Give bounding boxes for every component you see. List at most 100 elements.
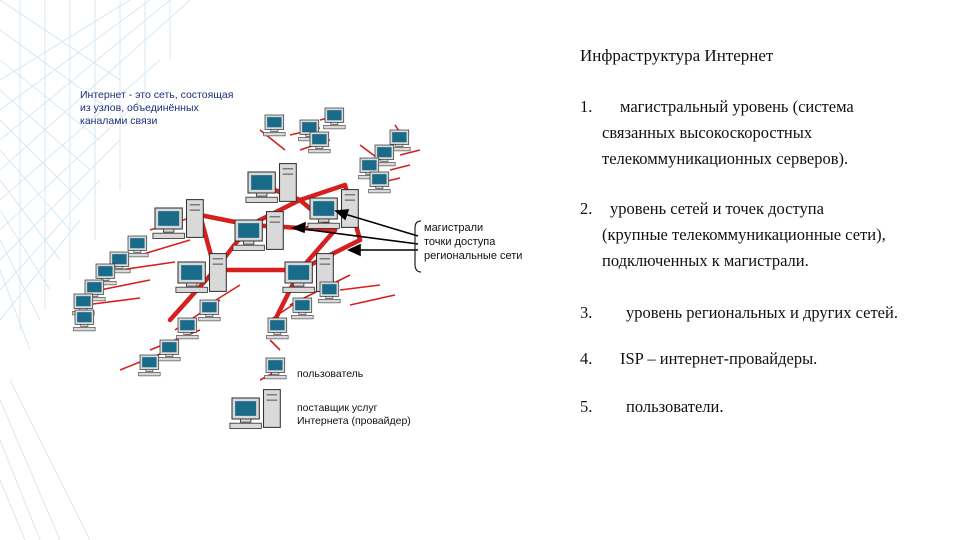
keyboard bbox=[198, 316, 221, 322]
item-number: 2. bbox=[580, 199, 593, 218]
keyboard bbox=[266, 334, 289, 340]
server-tower bbox=[262, 389, 281, 428]
monitor-stand bbox=[375, 186, 384, 189]
server-node bbox=[307, 189, 359, 229]
user-node bbox=[198, 299, 221, 322]
item-text: телекоммуникационных серверов). bbox=[602, 149, 849, 168]
background-grid-decoration bbox=[0, 0, 190, 540]
item-text: пользователи. bbox=[626, 397, 724, 416]
monitor-stand bbox=[298, 312, 307, 315]
callout-regional-networks: региональные сети bbox=[424, 250, 523, 262]
callout-access-points: точки доступа bbox=[424, 236, 496, 248]
monitor-stand bbox=[115, 266, 124, 269]
keyboard bbox=[282, 286, 315, 293]
legend-provider-text: Интернета (провайдер) bbox=[297, 415, 411, 427]
backbone-link bbox=[167, 267, 218, 323]
slide-title: Инфраструктура Интернет bbox=[580, 46, 774, 65]
keyboard bbox=[368, 188, 391, 194]
legend-user-text: пользователь bbox=[297, 368, 364, 380]
item-text: ISP – интернет-провайдеры. bbox=[620, 349, 818, 368]
monitor-screen bbox=[327, 110, 342, 121]
user-node bbox=[83, 279, 106, 302]
monitor-screen bbox=[142, 357, 157, 368]
keyboard bbox=[229, 422, 262, 429]
keyboard bbox=[263, 131, 286, 137]
list-item: 4. ISP – интернет-провайдеры. bbox=[580, 346, 817, 372]
monitor-stand bbox=[270, 129, 279, 132]
server-tower bbox=[340, 189, 359, 228]
item-number: 1. bbox=[580, 97, 593, 116]
list-item: 3.уровень региональных и других сетей. bbox=[580, 300, 898, 326]
monitor-screen bbox=[372, 174, 387, 185]
caption-line: из узлов, объединённых bbox=[80, 102, 199, 114]
server-tower bbox=[208, 253, 227, 292]
user-node bbox=[308, 131, 331, 154]
user-node bbox=[323, 107, 346, 130]
keyboard bbox=[323, 124, 346, 130]
user-node bbox=[138, 354, 161, 377]
keyboard bbox=[264, 374, 287, 380]
monitor-screen bbox=[162, 342, 177, 353]
keyboard bbox=[126, 252, 149, 258]
monitor-screen bbox=[235, 401, 257, 416]
monitor-screen bbox=[288, 265, 310, 280]
keyboard bbox=[152, 232, 185, 239]
monitor-screen bbox=[130, 238, 145, 249]
monitor-screen bbox=[158, 211, 180, 226]
monitor-stand bbox=[183, 332, 192, 335]
server-tower bbox=[185, 199, 204, 238]
monitor-stand bbox=[255, 192, 268, 197]
keyboard bbox=[245, 196, 278, 203]
server-node bbox=[232, 211, 284, 251]
user-node bbox=[158, 339, 181, 362]
monitor-stand bbox=[317, 218, 330, 223]
callout-arrows bbox=[290, 209, 422, 273]
monitor-screen bbox=[112, 254, 127, 265]
legend-provider-text: поставщик услуг bbox=[297, 402, 378, 414]
monitor-screen bbox=[180, 320, 195, 331]
monitor-stand bbox=[101, 278, 110, 281]
monitor-stand bbox=[239, 418, 252, 423]
monitor-screen bbox=[238, 223, 260, 238]
keyboard bbox=[175, 286, 208, 293]
monitor-stand bbox=[380, 159, 389, 162]
item-text: связанных высокоскоростных bbox=[602, 123, 813, 142]
monitor-screen bbox=[377, 147, 392, 158]
monitor-screen bbox=[267, 117, 282, 128]
monitor-stand bbox=[133, 250, 142, 253]
item-text: (крупные телекоммуникационные сети), bbox=[602, 225, 886, 244]
monitor-stand bbox=[292, 282, 305, 287]
monitor-stand bbox=[80, 324, 89, 327]
monitor-screen bbox=[98, 266, 113, 277]
monitor-stand bbox=[165, 354, 174, 357]
monitor-stand bbox=[395, 144, 404, 147]
monitor-screen bbox=[270, 320, 285, 331]
monitor-screen bbox=[392, 132, 407, 143]
user-node bbox=[368, 171, 391, 194]
monitor-screen bbox=[362, 160, 377, 171]
monitor-stand bbox=[185, 282, 198, 287]
keyboard bbox=[308, 148, 331, 154]
monitor-stand bbox=[242, 240, 255, 245]
list-item: 2.уровень сетей и точек доступа (крупные… bbox=[580, 196, 886, 274]
keyboard bbox=[232, 244, 265, 251]
keyboard bbox=[318, 298, 341, 304]
callout-backbone: магистрали bbox=[424, 222, 484, 234]
monitor-screen bbox=[202, 302, 217, 313]
keyboard bbox=[176, 334, 199, 340]
monitor-stand bbox=[162, 228, 175, 233]
user-node bbox=[263, 114, 286, 137]
monitor-screen bbox=[313, 201, 335, 216]
diagram-caption: Интернет - это сеть, состоящая из узлов,… bbox=[80, 89, 260, 128]
user-node bbox=[266, 317, 289, 340]
user-node bbox=[373, 144, 396, 167]
network-nodes bbox=[72, 107, 411, 429]
keyboard bbox=[138, 371, 161, 377]
monitor-stand bbox=[271, 372, 280, 375]
user-node bbox=[388, 129, 411, 152]
user-node bbox=[73, 309, 96, 332]
list-item: 5.пользователи. bbox=[580, 394, 724, 420]
monitor-screen bbox=[322, 284, 337, 295]
monitor-screen bbox=[87, 282, 102, 293]
item-number: 4. bbox=[580, 349, 593, 368]
